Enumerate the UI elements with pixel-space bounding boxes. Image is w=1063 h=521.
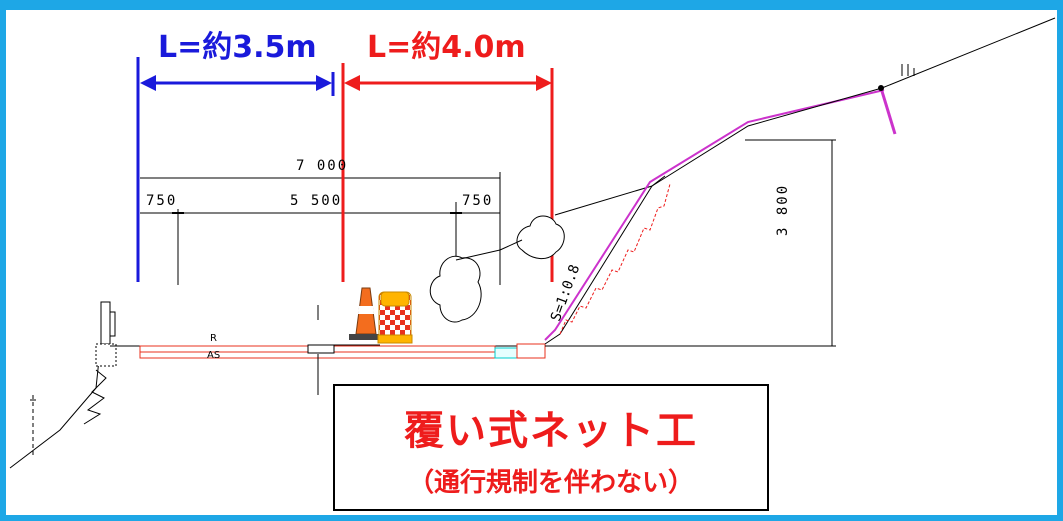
pavement-r-label: R [210, 333, 217, 344]
slope-rough-face [559, 183, 671, 335]
left-embankment-line [9, 347, 111, 469]
traffic-cone-base [349, 334, 383, 340]
slope-height-label: 3 800 [775, 183, 791, 236]
guardrail-base [95, 343, 117, 367]
callout-title: 覆い式ネット工 [404, 408, 698, 454]
original-ground-line [554, 175, 666, 216]
left-shoulder-label: 750 [146, 193, 178, 209]
carriageway-label: 5 500 [290, 193, 343, 209]
red-arrowhead-right [536, 75, 552, 91]
gutter-block [516, 343, 546, 359]
covering-net-line [544, 89, 885, 341]
frame-top-bar [0, 0, 1063, 10]
total-width-label: 7 000 [296, 158, 349, 174]
anchor-head [878, 85, 884, 91]
red-arrowhead-left [344, 75, 360, 91]
blue-arrowhead-right [316, 75, 332, 91]
gutter-cyan [494, 347, 518, 359]
drum-barrel-top [380, 291, 410, 307]
pavement-as-label: AS [207, 350, 221, 361]
guardrail-post [100, 301, 111, 345]
upper-slope [651, 17, 1056, 187]
shrub-line-2 [499, 239, 523, 251]
red-length-label: L=約4.0m [367, 30, 526, 65]
retaining-steps [83, 369, 107, 425]
right-shoulder-label: 750 [462, 193, 494, 209]
shrub-left-icon [429, 255, 482, 323]
drum-barrel-bottom [377, 334, 413, 344]
callout-subtitle: （通行規制を伴わない） [407, 468, 694, 498]
blue-length-label: L=約3.5m [158, 30, 317, 65]
shrub-line-1 [455, 249, 501, 261]
shrub-right-icon [516, 215, 565, 259]
blue-arrowhead-left [140, 75, 156, 91]
traffic-cone-stripe [358, 306, 374, 314]
callout-box: 覆い式ネット工 （通行規制を伴わない） [333, 384, 769, 511]
center-curb [307, 344, 335, 354]
net-anchor [879, 87, 897, 135]
guardrail-beam [109, 311, 116, 337]
